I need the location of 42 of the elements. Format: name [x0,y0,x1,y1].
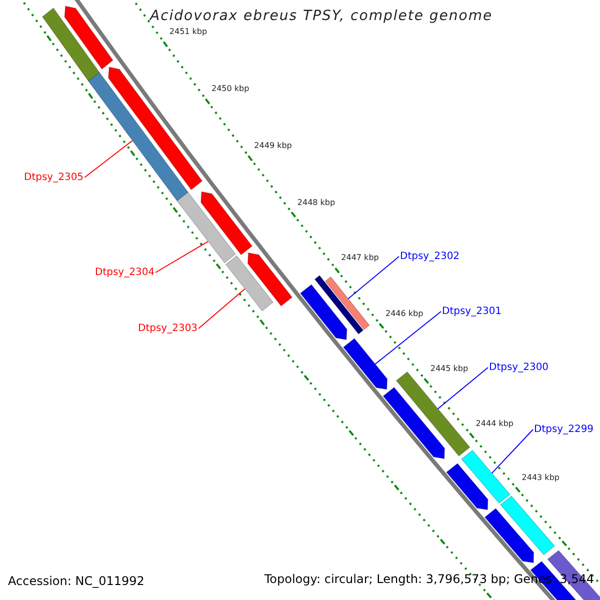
scale-label: 2445 kbp [430,364,468,373]
gene-segment [300,284,348,340]
gene-segment [484,508,534,564]
scale-label: 2447 kbp [341,253,379,262]
gene-segment [382,386,445,460]
accession-text: Accession: NC_011992 [8,574,144,588]
leader-line [437,367,488,410]
scale-label: 2448 kbp [297,198,336,207]
gene-label: Dtpsy_2303 [138,323,198,334]
title: Acidovorax ebreus TPSY, complete genome [150,8,493,24]
leader-line [155,240,209,273]
gene-segment [461,450,511,504]
leader-line [84,140,133,178]
scale-label: 2451 kbp [169,27,208,36]
gene-segment [64,6,114,70]
gene-segment [500,496,556,556]
gene-label: Dtpsy_2302 [400,251,460,262]
gene-segment [225,255,274,312]
gene-segment [248,252,293,306]
gene-segment [324,276,370,330]
gene-segment [314,275,364,334]
gene-segment [200,191,253,256]
gene-segment [88,72,189,202]
gene-segment [446,463,488,510]
gene-segment [396,371,470,456]
gene-label: Dtpsy_2300 [489,362,549,373]
gene-label: Dtpsy_2299 [534,424,594,435]
gene-segment [42,8,100,82]
scale-label: 2446 kbp [385,308,424,318]
gene-segment [108,66,203,190]
gene-label: Dtpsy_2301 [442,306,502,317]
scale-label: 2449 kbp [254,141,292,150]
gene-label: Dtpsy_2305 [24,172,84,183]
scale-label: 2444 kbp [476,418,514,428]
leader-line [374,311,442,365]
leader-line [348,256,400,300]
leader-line [491,429,534,474]
scale-label: 2450 kbp [212,84,250,94]
gene-label: Dtpsy_2304 [95,267,155,278]
gene-segment [176,192,236,264]
gene-segment [342,338,388,390]
scale-label: 2443 kbp [522,472,560,482]
